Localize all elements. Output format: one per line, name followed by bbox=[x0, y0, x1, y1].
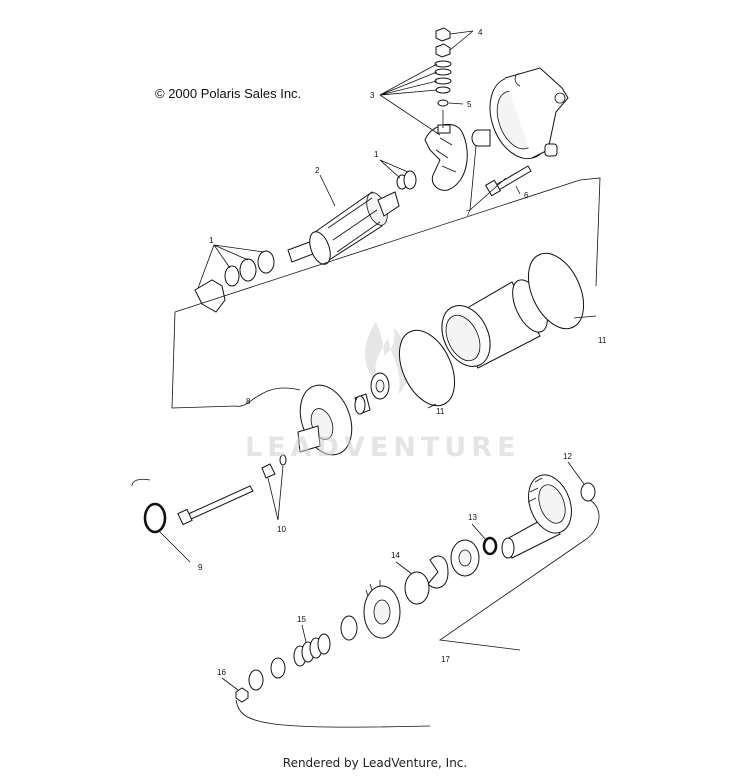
callout-9: 9 bbox=[198, 563, 203, 572]
callout-16: 16 bbox=[217, 668, 226, 677]
polaris-logo-watermark-icon bbox=[364, 322, 410, 395]
bearing-and-seal bbox=[354, 372, 390, 415]
leader-lines bbox=[159, 30, 597, 691]
copyright-text: © 2000 Polaris Sales Inc. bbox=[155, 86, 302, 101]
bolt-6 bbox=[484, 165, 532, 197]
callout-15: 15 bbox=[297, 615, 306, 624]
watermark-text: LEADVENTURE bbox=[245, 432, 521, 463]
drive-end-housing bbox=[297, 384, 353, 456]
callout-11-lower: 11 bbox=[436, 407, 445, 416]
through-bolt bbox=[177, 454, 287, 526]
retainer-disk bbox=[450, 539, 480, 577]
clip-13 bbox=[482, 536, 498, 556]
callout-11-upper: 11 bbox=[598, 336, 607, 345]
washer-lower-b bbox=[248, 669, 264, 691]
washer-12 bbox=[580, 482, 596, 502]
callout-2: 2 bbox=[315, 166, 320, 175]
o-ring-11-lower bbox=[398, 329, 456, 407]
terminal-stack bbox=[434, 27, 452, 128]
bracket-17 bbox=[131, 478, 600, 728]
bracket-8 bbox=[171, 177, 601, 409]
callout-3: 3 bbox=[370, 91, 375, 100]
bushing bbox=[471, 129, 491, 147]
washer-lower-a bbox=[270, 657, 286, 679]
callout-10: 10 bbox=[277, 525, 286, 534]
washers-1-upper bbox=[396, 170, 417, 190]
callout-1-upper: 1 bbox=[374, 150, 379, 159]
callout-1-lower: 1 bbox=[209, 236, 214, 245]
spring-15 bbox=[293, 633, 331, 667]
callout-4: 4 bbox=[478, 28, 483, 37]
shim bbox=[427, 555, 449, 589]
o-ring-11-upper bbox=[527, 252, 585, 330]
footer-credit: Rendered by LeadVenture, Inc. bbox=[282, 756, 468, 770]
snap-ring-9 bbox=[143, 502, 167, 534]
pinion-shaft bbox=[501, 474, 572, 559]
field-housing bbox=[441, 279, 548, 369]
callout-6: 6 bbox=[524, 191, 529, 200]
brush-plate bbox=[424, 123, 468, 191]
callout-14: 14 bbox=[391, 551, 400, 560]
nut-16 bbox=[235, 687, 249, 703]
callout-8: 8 bbox=[246, 397, 251, 406]
ring-14 bbox=[404, 571, 430, 605]
clutch-gear bbox=[363, 580, 401, 639]
end-housing bbox=[489, 67, 569, 160]
callout-12: 12 bbox=[563, 452, 572, 461]
callout-17: 17 bbox=[441, 655, 450, 664]
callout-7: 7 bbox=[466, 209, 471, 218]
washers-1-lower bbox=[194, 250, 275, 313]
callout-13: 13 bbox=[468, 513, 477, 522]
armature bbox=[287, 191, 400, 265]
sleeve bbox=[340, 615, 358, 641]
callout-5: 5 bbox=[467, 100, 472, 109]
